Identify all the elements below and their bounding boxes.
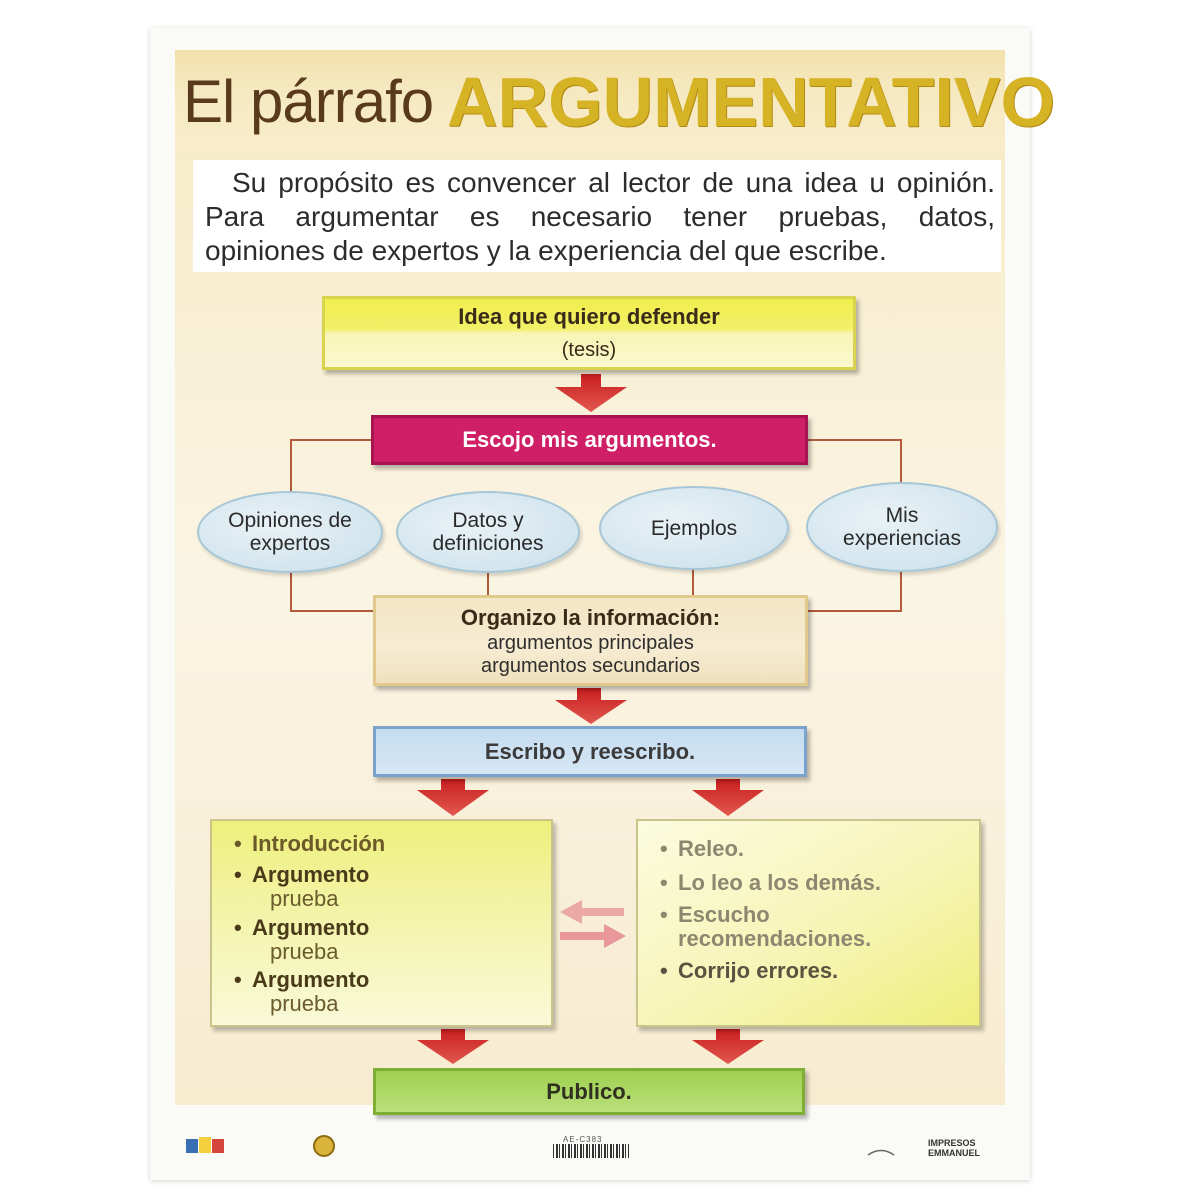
product-code: AE-C383 [563, 1135, 603, 1144]
intro-line-2: Para argumentar es necesario tener prueb… [205, 201, 995, 232]
source-line: experiencias [843, 527, 961, 550]
structure-item-sub: prueba [270, 886, 339, 911]
structure-item-label: Introducción [252, 831, 386, 856]
structure-item-intro: • Introducción [234, 832, 385, 856]
down-arrow-icon [417, 779, 489, 816]
organize-line-2: argumentos secundarios [480, 655, 700, 677]
arguments-box: Escojo mis argumentos. [371, 415, 808, 465]
connector-left-bottom [290, 566, 373, 612]
publish-label: Publico. [546, 1079, 632, 1104]
structure-item-argument: • Argumento prueba [234, 968, 369, 1016]
title-bold: ARGUMENTATIVO [447, 63, 1055, 141]
bullet: • [660, 870, 668, 895]
review-item: • Escucho recomendaciones. [660, 903, 871, 951]
organize-box: Organizo la información: argumentos prin… [373, 595, 808, 686]
review-item-label: Releo. [678, 836, 745, 861]
source-line: expertos [249, 532, 331, 555]
publish-box: Publico. [373, 1068, 805, 1115]
connector-left-top [290, 439, 371, 496]
publisher-brand: IMPRESOS EMMANUEL [928, 1138, 980, 1158]
intro-text: Su propósito es convencer al lector de u… [205, 166, 995, 268]
down-arrow-icon [555, 374, 627, 412]
review-item-label: Lo leo a los demás. [678, 870, 881, 895]
review-item-label: Escucho [678, 902, 770, 927]
structure-item-argument: • Argumento prueba [234, 863, 369, 911]
review-item-label: recomendaciones. [678, 926, 872, 951]
structure-item-label: Argumento [252, 862, 370, 887]
structure-list-box: • Introducción • Argumento prueba • Argumen… [210, 819, 553, 1027]
bullet: • [234, 831, 242, 856]
arguments-label: Escojo mis argumentos. [462, 427, 717, 452]
publisher-brand-line: EMMANUEL [928, 1148, 980, 1158]
down-arrow-icon [555, 688, 627, 724]
seal-icon [313, 1135, 335, 1157]
down-arrow-icon [692, 1029, 764, 1064]
bullet: • [234, 862, 242, 887]
down-arrow-icon [692, 779, 764, 816]
bullet: • [234, 915, 242, 940]
swap-arrows-icon [560, 900, 626, 948]
source-line: Opiniones de [228, 509, 352, 532]
review-item: • Releo. [660, 837, 744, 861]
source-line: Ejemplos [650, 516, 738, 540]
intro-box [193, 160, 1001, 272]
review-item: • Corrijo errores. [660, 959, 838, 983]
thesis-box: Idea que quiero defender (tesis) [322, 296, 856, 370]
source-ellipse-examples: Ejemplos [599, 486, 789, 570]
source-ellipse-data: Datos y definiciones [396, 491, 580, 573]
thesis-label: Idea que quiero defender [458, 304, 720, 329]
organize-label: Organizo la información: [460, 605, 721, 630]
publisher-mark-icon [867, 1149, 895, 1156]
down-arrow-icon [417, 1029, 489, 1064]
bullet: • [234, 967, 242, 992]
title-light: El párrafo [183, 68, 434, 135]
source-ellipse-experts: Opiniones de expertos [197, 491, 383, 573]
intro-line-3: opiniones de expertos y la experiencia d… [205, 235, 887, 266]
bullet: • [660, 836, 668, 861]
bullet: • [660, 958, 668, 983]
connector-right-bottom [808, 566, 902, 612]
thesis-sub: (tesis) [561, 339, 617, 361]
structure-item-label: Argumento [252, 967, 370, 992]
structure-item-label: Argumento [252, 915, 370, 940]
review-list-box: • Releo. • Lo leo a los demás. • Escucho re… [636, 819, 981, 1027]
bullet: • [660, 902, 668, 927]
structure-item-argument: • Argumento prueba [234, 916, 369, 964]
publisher-brand-line: IMPRESOS [928, 1138, 976, 1148]
review-item-label: Corrijo errores. [678, 958, 839, 983]
structure-item-sub: prueba [270, 939, 339, 964]
source-ellipse-experiences: Mis experiencias [806, 482, 998, 572]
source-line: Datos y [452, 509, 524, 532]
title-band [175, 50, 1005, 150]
barcode-icon [553, 1144, 629, 1158]
write-label: Escribo y reescribo. [484, 739, 696, 764]
publisher-logo-icon [186, 1137, 224, 1153]
structure-item-sub: prueba [270, 991, 339, 1016]
connector-right-top [808, 439, 902, 486]
source-line: Mis [885, 504, 919, 527]
source-line: definiciones [432, 532, 544, 555]
write-box: Escribo y reescribo. [373, 726, 807, 777]
organize-line-1: argumentos principales [487, 632, 694, 654]
intro-line-1: Su propósito es convencer al lector de u… [232, 167, 995, 198]
review-item: • Lo leo a los demás. [660, 871, 881, 895]
